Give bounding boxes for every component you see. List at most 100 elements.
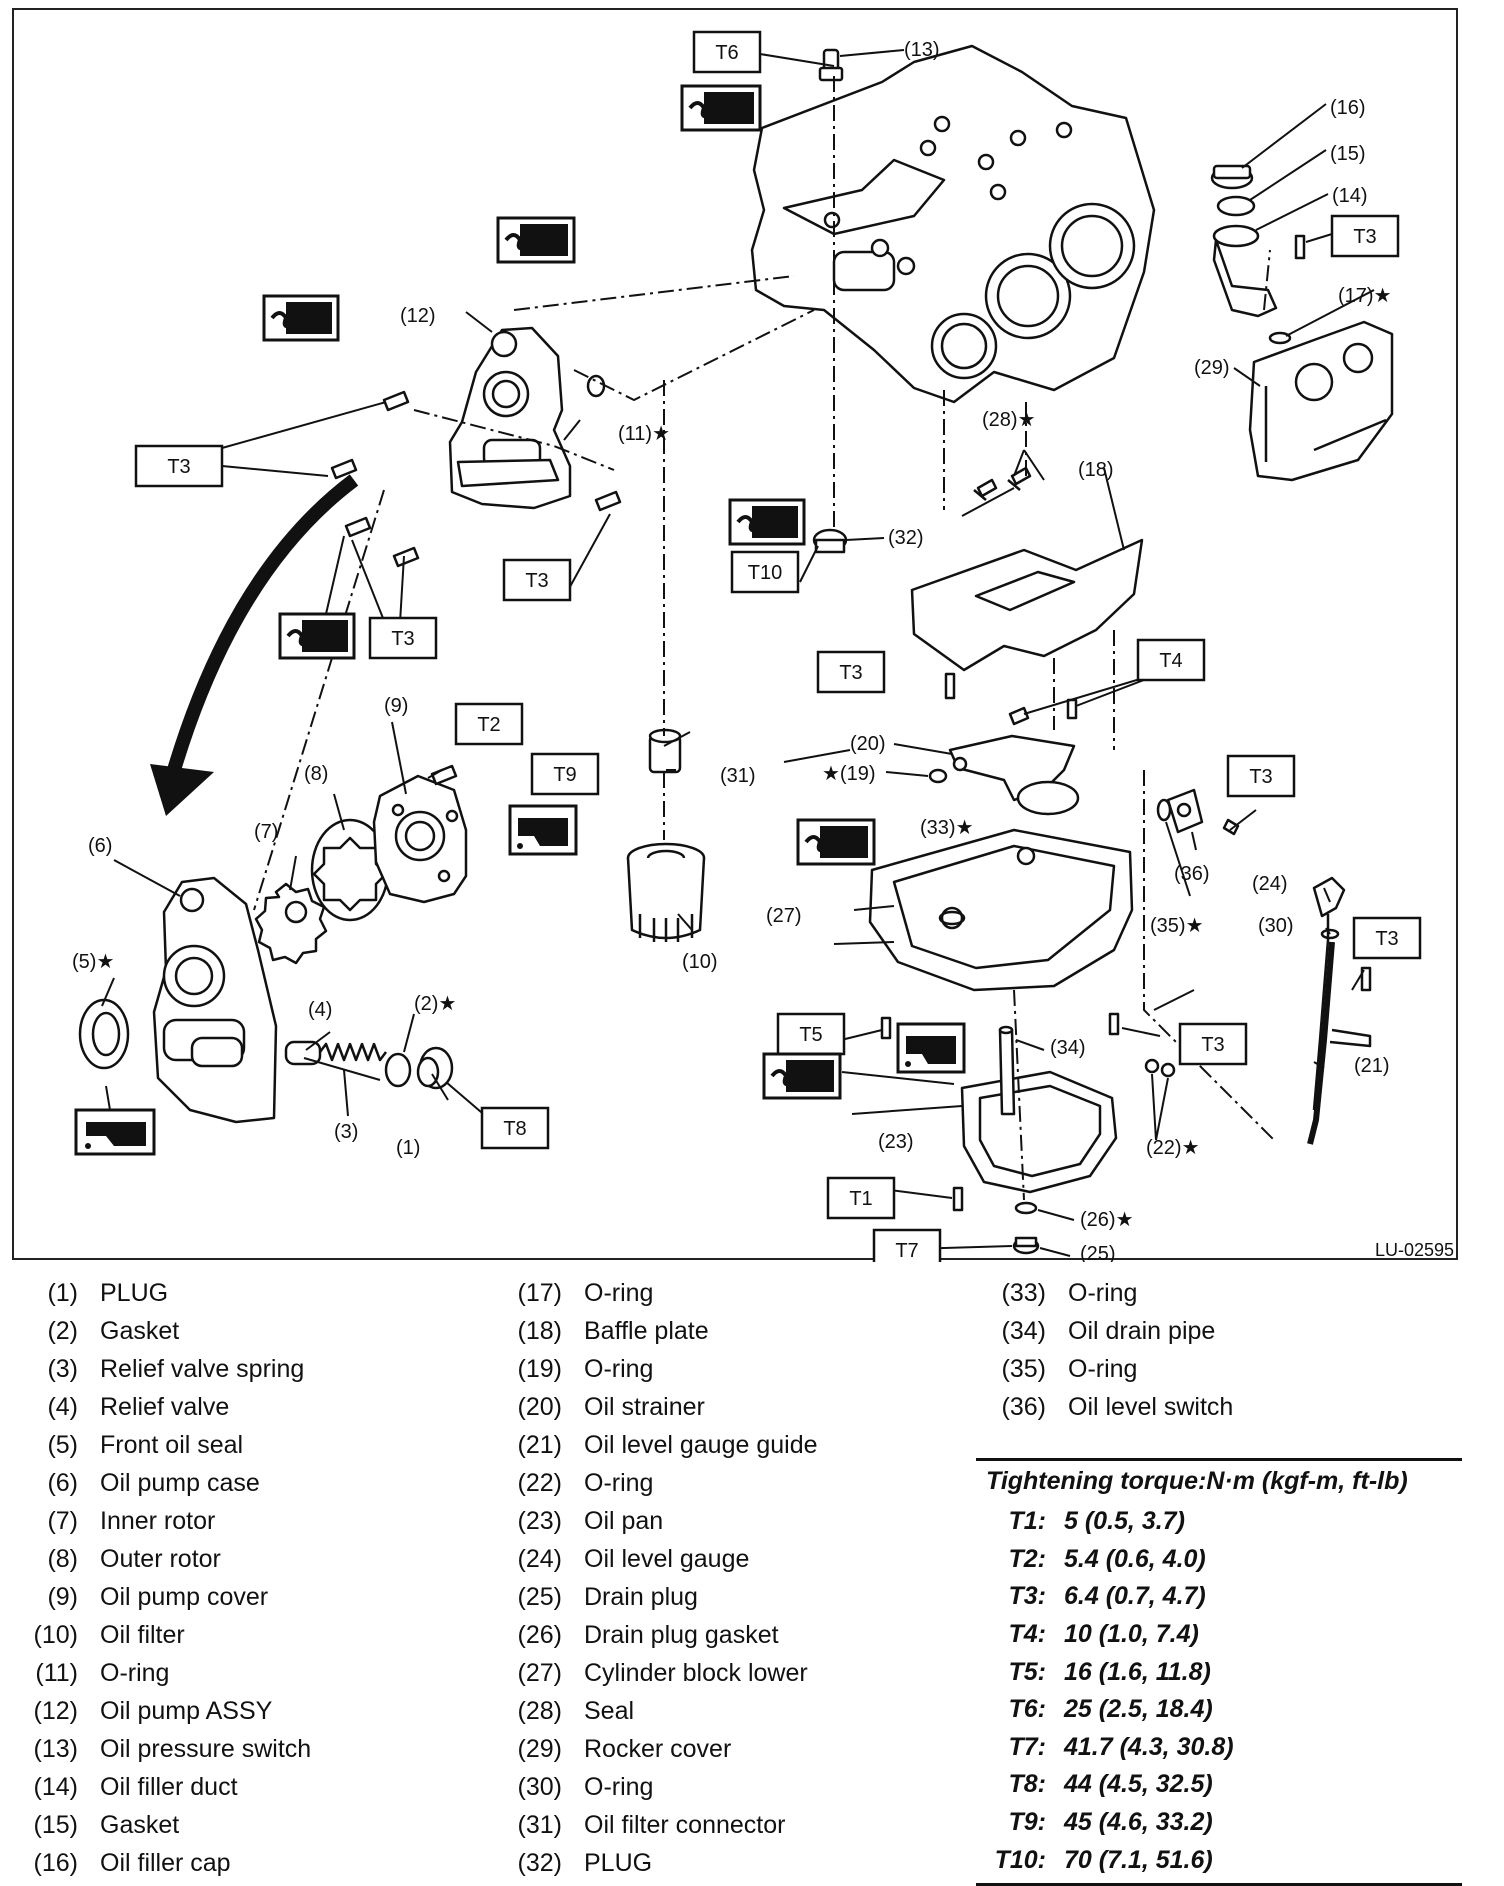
sealant-tube-icon (796, 818, 876, 866)
legend-item-name: Drain plug gasket (584, 1620, 779, 1649)
legend-item-number: (13) (33, 1734, 78, 1763)
o-ring-17-drawing (1268, 331, 1292, 345)
legend-item: (9)Oil pump cover (8, 1578, 311, 1616)
legend-item: (32)PLUG (492, 1844, 818, 1882)
torque-row: T3:6.4 (0.7, 4.7) (976, 1578, 1462, 1616)
callout-label: (35)★ (1150, 915, 1204, 937)
callout-label: (16) (1330, 97, 1366, 119)
gasket-15-drawing (1216, 195, 1256, 217)
legend-item-name: Outer rotor (100, 1544, 221, 1573)
tag-t3-h (1178, 1022, 1248, 1066)
bolts (330, 234, 1372, 1212)
torque-row: T9:45 (4.6, 33.2) (976, 1804, 1462, 1842)
torque-tag-label: T1 (849, 1188, 872, 1210)
callout-label: (11)★ (618, 423, 670, 445)
torque-key: T4: (1008, 1620, 1047, 1649)
alignment-lines (253, 76, 1275, 1201)
callout-label: (4) (308, 999, 332, 1021)
sealant-tube-icon (680, 84, 762, 132)
legend-item: (7)Inner rotor (8, 1502, 311, 1540)
o-ring-11-drawing (586, 374, 606, 398)
baffle-plate-drawing (910, 479, 1144, 672)
legend-item-name: Oil pressure switch (100, 1734, 312, 1763)
legend-item-name: Oil pump cover (100, 1582, 269, 1611)
torque-value: 6.4 (0.7, 4.7) (1064, 1582, 1206, 1611)
legend-item-number: (14) (33, 1772, 78, 1801)
legend-item: (12)Oil pump ASSY (8, 1692, 311, 1730)
torque-key: T5: (1008, 1657, 1047, 1686)
torque-table: Tightening torque:N·m (kgf-m, ft-lb) T1:… (976, 1458, 1462, 1886)
oil-drain-pipe-drawing (998, 1025, 1016, 1116)
legend-item-number: (36) (1001, 1392, 1046, 1421)
sealant-tube-icon (278, 612, 356, 660)
legend-item-name: Gasket (100, 1810, 180, 1839)
legend-item-name: Oil filler duct (100, 1772, 238, 1801)
callout-label: (10) (682, 951, 718, 973)
legend-item: (25)Drain plug (492, 1578, 818, 1616)
legend-item-number: (29) (517, 1734, 562, 1763)
diagram-canvas: (13)(12)(11)★(16)(15)(14)(17)★(29)(28)★(… (72, 30, 1454, 1262)
legend-item-number: (1) (47, 1278, 78, 1307)
callout-label: (29) (1194, 357, 1230, 379)
legend-item-number: (7) (47, 1506, 78, 1535)
torque-value: 16 (1.6, 11.8) (1064, 1657, 1211, 1686)
legend-item-name: Baffle plate (584, 1316, 709, 1345)
inner-rotor-drawing (254, 882, 328, 965)
torque-value: 10 (1.0, 7.4) (1064, 1620, 1199, 1649)
callout-label: (23) (878, 1131, 914, 1153)
legend-item: (20)Oil strainer (492, 1388, 818, 1426)
callout-label: (31) (720, 765, 756, 787)
torque-row: T6:25 (2.5, 18.4) (976, 1691, 1462, 1729)
tag-t3-c (502, 558, 572, 602)
tag-t3-e (816, 650, 886, 694)
legend-item: (17)O-ring (492, 1274, 818, 1312)
legend-column-2: (17)O-ring (18) Baffle plate (19) O-ring (20)… (492, 1274, 818, 1882)
curved-arrow-head (150, 764, 214, 816)
legend-item: (31)Oil filter connector (492, 1806, 818, 1844)
legend-item-number: (6) (47, 1468, 78, 1497)
oil-pan-drawing (960, 1070, 1118, 1194)
torque-row: T8:44 (4.5, 32.5) (976, 1766, 1462, 1804)
legend-item: (29)Rocker cover (492, 1730, 818, 1768)
tag-t8 (480, 1106, 550, 1150)
callout-label: (9) (384, 695, 408, 717)
callout-label: ★(19) (822, 763, 876, 785)
front-oil-seal-drawing (78, 998, 130, 1070)
legend-item: (8)Outer rotor (8, 1540, 311, 1578)
tag-t5 (776, 1012, 846, 1056)
figure-code: LU-02595 (1375, 1240, 1454, 1260)
oil-filter-connector-drawing (648, 728, 682, 774)
torque-key: T7: (1008, 1732, 1047, 1761)
torque-row: T7: 41.7 (4.3, 30.8) (976, 1729, 1462, 1767)
callout-label: (21) (1354, 1055, 1390, 1077)
torque-value: 41.7 (4.3, 30.8) (1064, 1732, 1234, 1761)
callout-label: (3) (334, 1121, 358, 1143)
rocker-cover-drawing (1248, 320, 1394, 482)
torque-row: T4: 10 (1.0, 7.4) (976, 1616, 1462, 1654)
torque-tag-label: T3 (839, 662, 862, 684)
legend-item-number: (30) (517, 1772, 562, 1801)
torque-value: 44 (4.5, 32.5) (1064, 1770, 1213, 1799)
torque-tags (134, 30, 1422, 1262)
legend-item: (33)O-ring (976, 1274, 1233, 1312)
tag-t3-a (1330, 214, 1400, 258)
legend-item: (4)Relief valve (8, 1388, 311, 1426)
legend-item-number: (18) (517, 1316, 562, 1345)
legend-item-number: (34) (1001, 1316, 1046, 1345)
tag-t3-d (368, 616, 438, 660)
callout-label: (34) (1050, 1037, 1086, 1059)
callout-label: (33)★ (920, 817, 974, 839)
legend-item-number: (19) (517, 1354, 562, 1383)
legend-item: (11)O-ring (8, 1654, 311, 1692)
callout-label: (2)★ (414, 993, 456, 1015)
callout-label: (1) (396, 1137, 420, 1159)
legend-item: (22)O-ring (492, 1464, 818, 1502)
torque-tag-label: T3 (1249, 766, 1272, 788)
callout-label: (18) (1078, 459, 1114, 481)
legend-item-name: Seal (584, 1696, 635, 1725)
o-ring-35-drawing (1156, 798, 1172, 822)
callout-label: (14) (1332, 185, 1368, 207)
legend-item: (13) Oil pressure switch (8, 1730, 312, 1768)
legend-item-name: O-ring (584, 1468, 654, 1497)
sealant-tube-icon (496, 216, 576, 264)
